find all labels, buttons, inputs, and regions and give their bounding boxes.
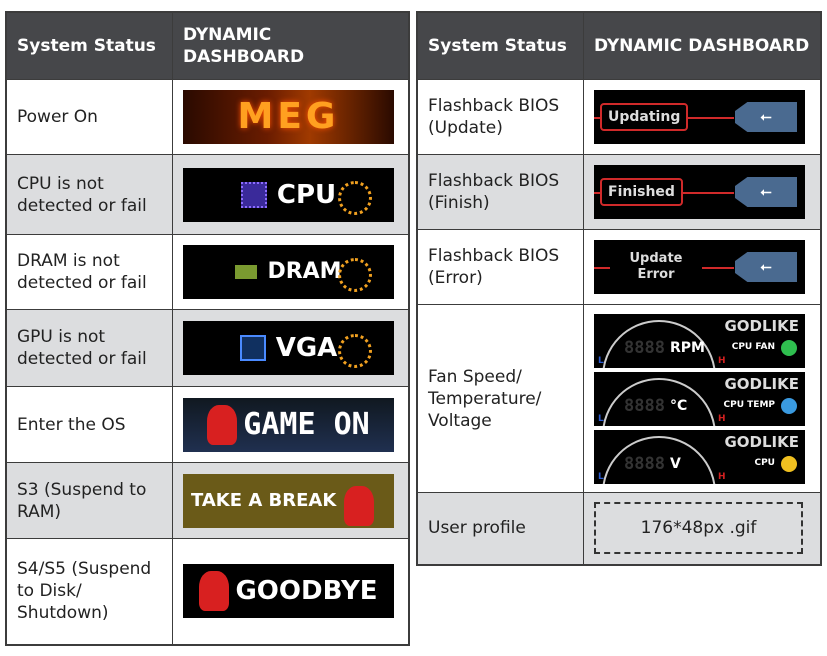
usb-icon: ⭠ bbox=[735, 252, 797, 282]
display-text: VGA bbox=[275, 333, 338, 363]
display-text: TAKE A BREAK bbox=[191, 489, 337, 511]
loading-spinner-icon bbox=[338, 258, 372, 292]
gauge-low: L bbox=[598, 471, 604, 482]
gauge-icon bbox=[781, 397, 797, 414]
status-label: Power On bbox=[5, 79, 173, 155]
display-text: CPU bbox=[276, 179, 337, 210]
display-text: Updating bbox=[600, 103, 689, 131]
gpu-icon bbox=[239, 335, 266, 361]
gauge-label: CPU TEMP bbox=[723, 399, 775, 410]
meg-logo-display: MEG bbox=[183, 90, 394, 144]
dram-icon bbox=[235, 265, 258, 279]
vga-error-display: VGA bbox=[183, 321, 394, 375]
display-text: Update Error bbox=[610, 251, 702, 283]
take-a-break-display: TAKE A BREAK bbox=[183, 473, 394, 528]
gauge-brand: GODLIKE bbox=[724, 432, 799, 451]
gauge-digits: 8888 bbox=[624, 337, 665, 358]
gauge-label: CPU FAN bbox=[731, 341, 775, 352]
header-dynamic-dashboard: DYNAMIC DASHBOARD bbox=[583, 11, 822, 80]
cpu-error-display: CPU bbox=[183, 167, 394, 222]
gauge-unit: °C bbox=[670, 397, 688, 414]
gauge-unit: RPM bbox=[670, 339, 705, 356]
bios-error-display: Update Error ⭠ bbox=[594, 240, 805, 294]
gauge-label: CPU bbox=[754, 457, 775, 468]
gauge-display: 8888 V L H GODLIKE CPU bbox=[594, 429, 805, 484]
status-label: Flashback BIOS (Update) bbox=[416, 79, 584, 155]
display-text: Finished bbox=[600, 178, 683, 206]
gauge-icon bbox=[781, 339, 797, 356]
header-dynamic-dashboard: DYNAMIC DASHBOARD bbox=[172, 11, 410, 80]
gauge-high: H bbox=[718, 471, 726, 482]
header-system-status: System Status bbox=[5, 11, 173, 80]
gauge-brand: GODLIKE bbox=[724, 374, 799, 393]
gauge-display: 8888 °C L H GODLIKE CPU TEMP bbox=[594, 371, 805, 426]
status-label: S4/S5 (Suspend to Disk/ Shutdown) bbox=[5, 538, 173, 645]
header-system-status: System Status bbox=[416, 11, 584, 80]
gauge-digits: 8888 bbox=[624, 453, 665, 474]
user-profile-placeholder: 176*48px .gif bbox=[594, 502, 803, 555]
loading-spinner-icon bbox=[338, 180, 372, 215]
status-label: Flashback BIOS (Finish) bbox=[416, 154, 584, 230]
dragon-mascot-icon bbox=[199, 571, 230, 612]
game-on-display: GAME ON bbox=[183, 397, 394, 452]
goodbye-display: GOODBYE bbox=[183, 564, 394, 619]
loading-spinner-icon bbox=[338, 334, 372, 368]
bios-updating-display: Updating ⭠ bbox=[594, 90, 805, 144]
display-text: DRAM bbox=[267, 259, 342, 284]
gauge-unit: V bbox=[670, 455, 681, 472]
dram-error-display: DRAM bbox=[183, 245, 394, 299]
status-label: DRAM is not detected or fail bbox=[5, 234, 173, 310]
dragon-mascot-icon bbox=[207, 404, 238, 445]
usb-icon: ⭠ bbox=[735, 177, 797, 207]
gauge-high: H bbox=[718, 355, 726, 366]
gauge-high: H bbox=[718, 413, 726, 424]
bios-finished-display: Finished ⭠ bbox=[594, 165, 805, 219]
gauge-digits: 8888 bbox=[624, 395, 665, 416]
display-text: GOODBYE bbox=[235, 576, 378, 607]
gauge-display: 8888 RPM L H GODLIKE CPU FAN bbox=[594, 313, 805, 368]
gauge-brand: GODLIKE bbox=[724, 316, 799, 335]
gauge-icon bbox=[781, 455, 797, 472]
gauge-low: L bbox=[598, 355, 604, 366]
status-label: User profile bbox=[416, 492, 584, 565]
status-label: CPU is not detected or fail bbox=[5, 154, 173, 235]
status-label: Flashback BIOS (Error) bbox=[416, 229, 584, 305]
status-label: Enter the OS bbox=[5, 386, 173, 463]
dragon-mascot-icon bbox=[344, 485, 374, 526]
status-label: GPU is not detected or fail bbox=[5, 309, 173, 387]
usb-icon: ⭠ bbox=[735, 102, 797, 132]
status-label: S3 (Suspend to RAM) bbox=[5, 462, 173, 539]
cpu-icon bbox=[240, 181, 267, 208]
status-label: Fan Speed/ Temperature/ Voltage bbox=[416, 304, 584, 493]
display-text: GAME ON bbox=[243, 406, 370, 442]
gauge-low: L bbox=[598, 413, 604, 424]
